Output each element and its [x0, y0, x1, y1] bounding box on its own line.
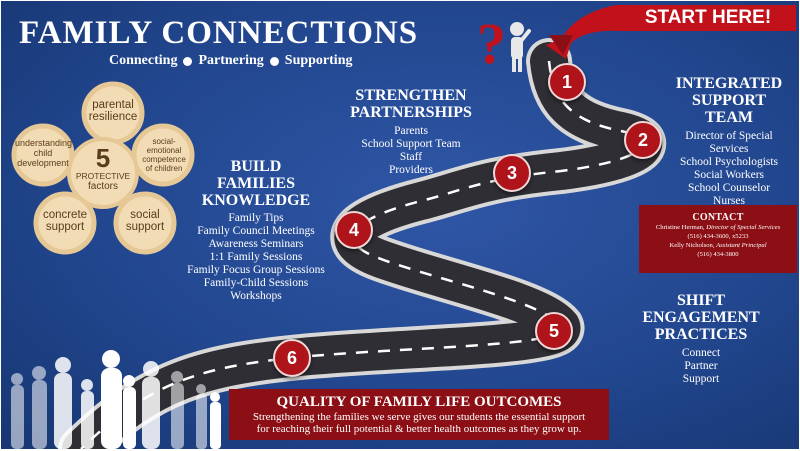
family-silhouettes-icon [11, 350, 221, 449]
petal-concrete-support: concrete support [42, 209, 88, 233]
contact-name: Christine Herman, [655, 224, 707, 231]
list-item: Connect [681, 347, 721, 359]
section-heading: SUPPORT [691, 92, 767, 109]
road-stop-4: 4 [335, 211, 373, 249]
quality-outcomes-box: QUALITY OF FAMILY LIFE OUTCOMES Strength… [229, 389, 609, 440]
list-item: Director of Special [685, 130, 773, 142]
start-here-label: START HERE! [644, 7, 772, 28]
section-shift-engagement-practices: SHIFT ENGAGEMENT PRACTICES Connect Partn… [641, 292, 761, 386]
protective-label: PROTECTIVE [75, 171, 131, 181]
list-item: Support [682, 373, 720, 385]
section-heading: STRENGTHEN [355, 87, 467, 104]
petal-social-emotional: social-emotional competence of children [142, 137, 186, 173]
section-heading: PRACTICES [654, 326, 748, 343]
contact-line: Christine Herman, Director of Special Se… [639, 223, 797, 232]
contact-role: Assistant Principal [716, 242, 767, 249]
list-item: School Support Team [361, 138, 461, 150]
list-item: Providers [388, 164, 434, 176]
list-item: School Psychologists [679, 156, 779, 168]
road-stop-6: 6 [273, 339, 311, 377]
tagline: Connecting Partnering Supporting [109, 53, 352, 69]
section-strengthen-partnerships: STRENGTHEN PARTNERSHIPS Parents School S… [341, 87, 481, 177]
list-item: Staff [399, 151, 423, 163]
section-heading: ENGAGEMENT [642, 309, 760, 326]
list-item: Awareness Seminars [208, 238, 304, 250]
factors-label: factors [87, 181, 118, 192]
list-item: Family Focus Group Sessions [187, 264, 325, 276]
petal-understanding-child-development: understanding child development [15, 138, 73, 168]
contact-box: CONTACT Christine Herman, Director of Sp… [639, 205, 797, 273]
road-stop-1: 1 [548, 63, 586, 101]
list-item: Parents [394, 125, 428, 137]
svg-text:?: ? [477, 11, 506, 76]
quality-heading: QUALITY OF FAMILY LIFE OUTCOMES [276, 394, 562, 410]
protective-factors-count: 5 [95, 143, 111, 173]
section-heading: INTEGRATED [675, 75, 783, 92]
section-heading: FAMILIES [217, 175, 295, 192]
question-mark-figure-icon: ? [477, 11, 531, 76]
tagline-partnering: Partnering [198, 53, 264, 68]
tagline-supporting: Supporting [284, 53, 353, 68]
flower-center: 5 PROTECTIVE factors [75, 145, 131, 192]
section-heading: PARTNERSHIPS [350, 104, 472, 121]
contact-heading: CONTACT [692, 212, 744, 223]
bullet-dot [183, 56, 193, 66]
list-item: Family Council Meetings [197, 225, 315, 237]
contact-role: Director of Special Services [706, 224, 781, 231]
list-item: School Counselor [687, 182, 771, 194]
tagline-connecting: Connecting [109, 53, 178, 68]
section-heading: TEAM [705, 109, 753, 126]
bullet-dot [269, 56, 279, 66]
list-item: Partner [684, 360, 718, 372]
quality-line: for reaching their full potential & bett… [256, 423, 582, 435]
list-item: 1:1 Family Sessions [209, 251, 303, 263]
contact-name: Kelly Nicholson, [669, 242, 717, 249]
list-item: Workshops [230, 290, 282, 302]
petal-parental-resilience: parental resilience [88, 99, 138, 123]
section-heading: KNOWLEDGE [201, 192, 311, 209]
section-integrated-support-team: INTEGRATED SUPPORT TEAM Director of Spec… [665, 75, 793, 208]
section-heading: SHIFT [676, 292, 725, 309]
contact-phone: (516) 434-3800 [697, 251, 739, 258]
road-stop-3: 3 [493, 154, 531, 192]
protective-factors-flower [11, 81, 195, 255]
section-heading: BUILD [230, 158, 282, 175]
petal-social-support: social support [125, 209, 165, 233]
road-stop-2: 2 [624, 121, 662, 159]
list-item: Social Workers [693, 169, 765, 181]
start-arrow-icon [546, 5, 796, 59]
section-build-families-knowledge: BUILD FAMILIES KNOWLEDGE Family Tips Fam… [181, 158, 331, 303]
contact-line: Kelly Nicholson, Assistant Principal [639, 241, 797, 250]
road-stop-5: 5 [535, 312, 573, 350]
page-title: FAMILY CONNECTIONS [19, 15, 419, 51]
list-item: Family Tips [228, 212, 284, 224]
contact-phone: (516) 434-3600, x5233 [687, 233, 749, 240]
quality-line: Strengthening the families we serve give… [252, 411, 586, 423]
list-item: Family-Child Sessions [203, 277, 309, 289]
list-item: Services [709, 143, 749, 155]
list-item: Nurses [713, 195, 745, 207]
